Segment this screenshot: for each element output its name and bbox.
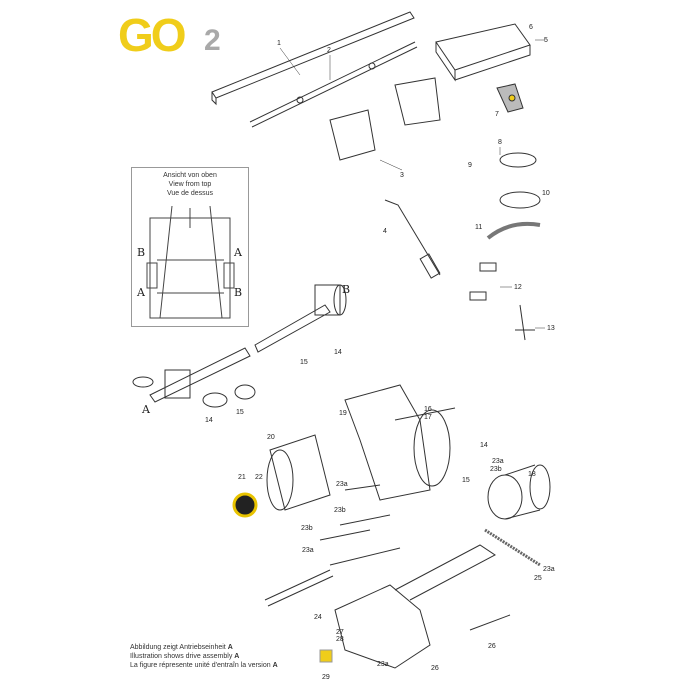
part-label: 23b — [334, 507, 346, 514]
caption-en: Illustration shows drive assembly — [130, 653, 233, 660]
part-label: 9 — [468, 162, 472, 169]
drive-unit-b — [254, 284, 347, 353]
caption: Abbildung zeigt Antriebseinheit A Illust… — [130, 643, 278, 670]
part-label: 2 — [327, 47, 331, 54]
part-label: 23b — [490, 466, 502, 473]
part-label: 12 — [514, 284, 522, 291]
part-label: 10 — [542, 190, 550, 197]
control-box — [435, 23, 531, 82]
top-view-inset: Ansicht von oben View from top Vue de de… — [131, 167, 249, 327]
square-bar — [211, 11, 415, 106]
part-label: 14 — [205, 417, 213, 424]
part-label: 24 — [314, 614, 322, 621]
top-view-a-left: A — [137, 286, 145, 299]
part-label: 18 — [528, 471, 536, 478]
part-label: 23b — [301, 525, 313, 532]
part-label: 4 — [383, 228, 387, 235]
part-label: 26 — [488, 643, 496, 650]
connectors — [469, 262, 535, 341]
spring — [484, 528, 541, 567]
assembly-a-label: A — [142, 403, 150, 416]
clamps — [329, 77, 441, 161]
part-label: 22 — [255, 474, 263, 481]
part-label: 25 — [534, 575, 542, 582]
gearbox — [344, 384, 456, 501]
assembly-b-label: B — [342, 283, 351, 296]
part-label: 8 — [498, 139, 502, 146]
part-label: 5 — [544, 37, 548, 44]
part-label: 6 — [529, 24, 533, 31]
part-label: 14 — [480, 442, 488, 449]
caption-variant: A — [234, 653, 240, 660]
part-label: 17 — [424, 414, 432, 421]
part-label: 15 — [462, 477, 470, 484]
rods — [249, 41, 418, 128]
top-view-de: Ansicht von oben — [163, 172, 217, 179]
caption-variant: A — [227, 644, 233, 651]
axle — [264, 569, 334, 607]
part-label: 11 — [475, 224, 483, 231]
part-label: 14 — [334, 349, 342, 356]
mount-plate — [334, 544, 496, 669]
part-label: 28 — [336, 636, 344, 643]
top-view-b-right: B — [234, 286, 243, 299]
caption-de: Abbildung zeigt Antriebseinheit — [130, 644, 226, 651]
part-label: 23a — [377, 661, 389, 668]
part-label: 23a — [336, 481, 348, 488]
roller — [266, 434, 331, 511]
part-label: 16 — [424, 406, 432, 413]
remote — [496, 83, 524, 113]
cables — [486, 152, 541, 240]
badge-disc — [232, 492, 258, 518]
part-label: 20 — [267, 434, 275, 441]
logo-2: 2 — [204, 24, 221, 57]
part-label: 23a — [543, 566, 555, 573]
part-label: 15 — [300, 359, 308, 366]
drive-unit-a — [132, 347, 256, 408]
part-label: 15 — [236, 409, 244, 416]
cover — [487, 464, 551, 520]
part-label: 13 — [547, 325, 555, 332]
caption-variant: A — [272, 662, 278, 669]
top-view-a-right: A — [234, 246, 242, 259]
part-label: 23a — [492, 458, 504, 465]
top-view-b-left: B — [137, 246, 146, 259]
part-label: 19 — [339, 410, 347, 417]
part-label: 23a — [302, 547, 314, 554]
part-label: 21 — [238, 474, 246, 481]
top-view-fr: Vue de dessus — [166, 190, 214, 197]
part-label: 26 — [431, 665, 439, 672]
part-label: 27 — [336, 629, 344, 636]
top-view-sketch — [146, 205, 235, 319]
part-label: 7 — [495, 111, 499, 118]
go-badge-29 — [319, 649, 333, 663]
logo-go: GO — [118, 9, 187, 61]
bolts — [319, 484, 401, 566]
caption-fr: La figure répresente unité d'entraîn la … — [130, 662, 271, 669]
part-label: 1 — [277, 40, 281, 47]
rod-26 — [469, 614, 511, 631]
part-label: 3 — [400, 172, 404, 179]
top-view-en: View from top — [168, 181, 212, 188]
part-label: 29 — [322, 674, 330, 681]
crank — [384, 199, 441, 279]
leader-lines — [279, 39, 545, 329]
